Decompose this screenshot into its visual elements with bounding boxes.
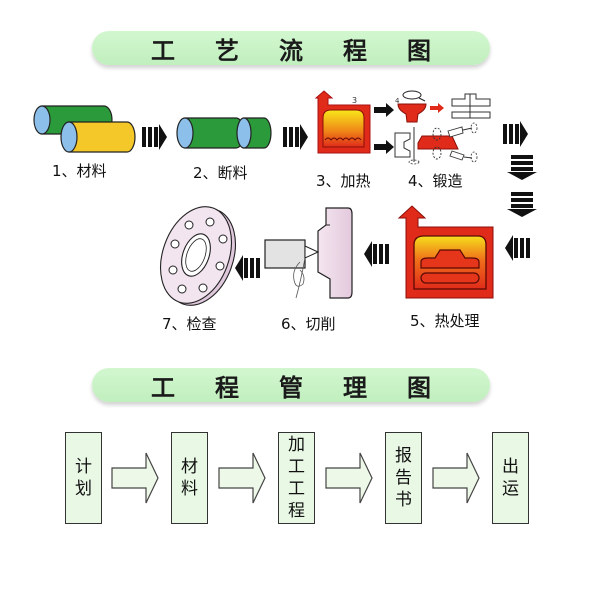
title-char: 工 [151,373,175,402]
step-char: 计 [75,457,92,477]
title-char: 理 [343,373,367,402]
title-char: 程 [215,373,239,402]
small-arrow-right-icon [374,140,394,154]
step-label: 4、锻造 [408,172,463,190]
step-char: 书 [395,490,412,510]
step-char: 运 [502,479,519,499]
flow-arrow-right-icon [142,124,167,150]
mgmt-step-shipping: 出 运 [492,432,529,524]
title-char: 管 [279,373,303,402]
red-arrow-right-icon [430,103,444,113]
step-label: 7、检查 [162,315,217,333]
forging-icon: 4 [394,90,491,165]
title-char: 艺 [215,36,239,65]
title-char: 图 [407,373,431,402]
flow-arrow-right-icon [283,124,308,150]
step-char: 出 [502,457,519,477]
furnace-number: 3 [352,96,357,105]
flow-arrow-left-icon [505,235,530,261]
title-char: 图 [407,36,431,65]
flange-inspection-icon [160,206,236,306]
title-char: 流 [279,36,303,65]
step-char: 加 [288,435,305,455]
flow-arrow-down-icon [507,192,537,217]
forging-number: 4 [395,97,400,105]
flow-arrow-left-icon [235,255,260,281]
step-label: 2、断料 [193,164,248,182]
material-pipes-icon [33,105,136,153]
step-char: 材 [181,457,198,477]
step-char: 报 [395,446,412,466]
step-char: 告 [395,468,412,488]
step-label: 6、切削 [281,315,336,333]
step-char: 料 [181,479,198,499]
step-char: 工 [288,479,305,499]
heat-treatment-furnace-icon [397,205,494,299]
step-label: 5、热处理 [410,312,480,330]
management-flow-title-banner: 工 程 管 理 图 [92,368,490,402]
title-char: 工 [151,36,175,65]
mgmt-step-processing: 加 工 工 程 [278,432,315,524]
process-flow-title-banner: 工 艺 流 程 图 [92,31,490,65]
furnace-icon [314,90,371,154]
step-label: 3、加热 [316,172,371,190]
step-char: 划 [75,479,92,499]
small-arrow-right-icon [374,103,394,117]
step-char: 程 [288,501,305,521]
step-label: 1、材料 [52,162,107,180]
title-char: 程 [343,36,367,65]
flow-arrow-left-icon [364,241,389,267]
mgmt-step-plan: 计 划 [65,432,102,524]
mgmt-step-material: 材 料 [171,432,208,524]
flow-arrow-right-icon [503,121,528,147]
step-char: 工 [288,457,305,477]
lathe-cutting-icon [264,207,353,299]
mgmt-step-report: 报 告 书 [385,432,422,524]
cut-pipes-icon [176,117,272,149]
flow-arrow-down-icon [507,155,537,180]
